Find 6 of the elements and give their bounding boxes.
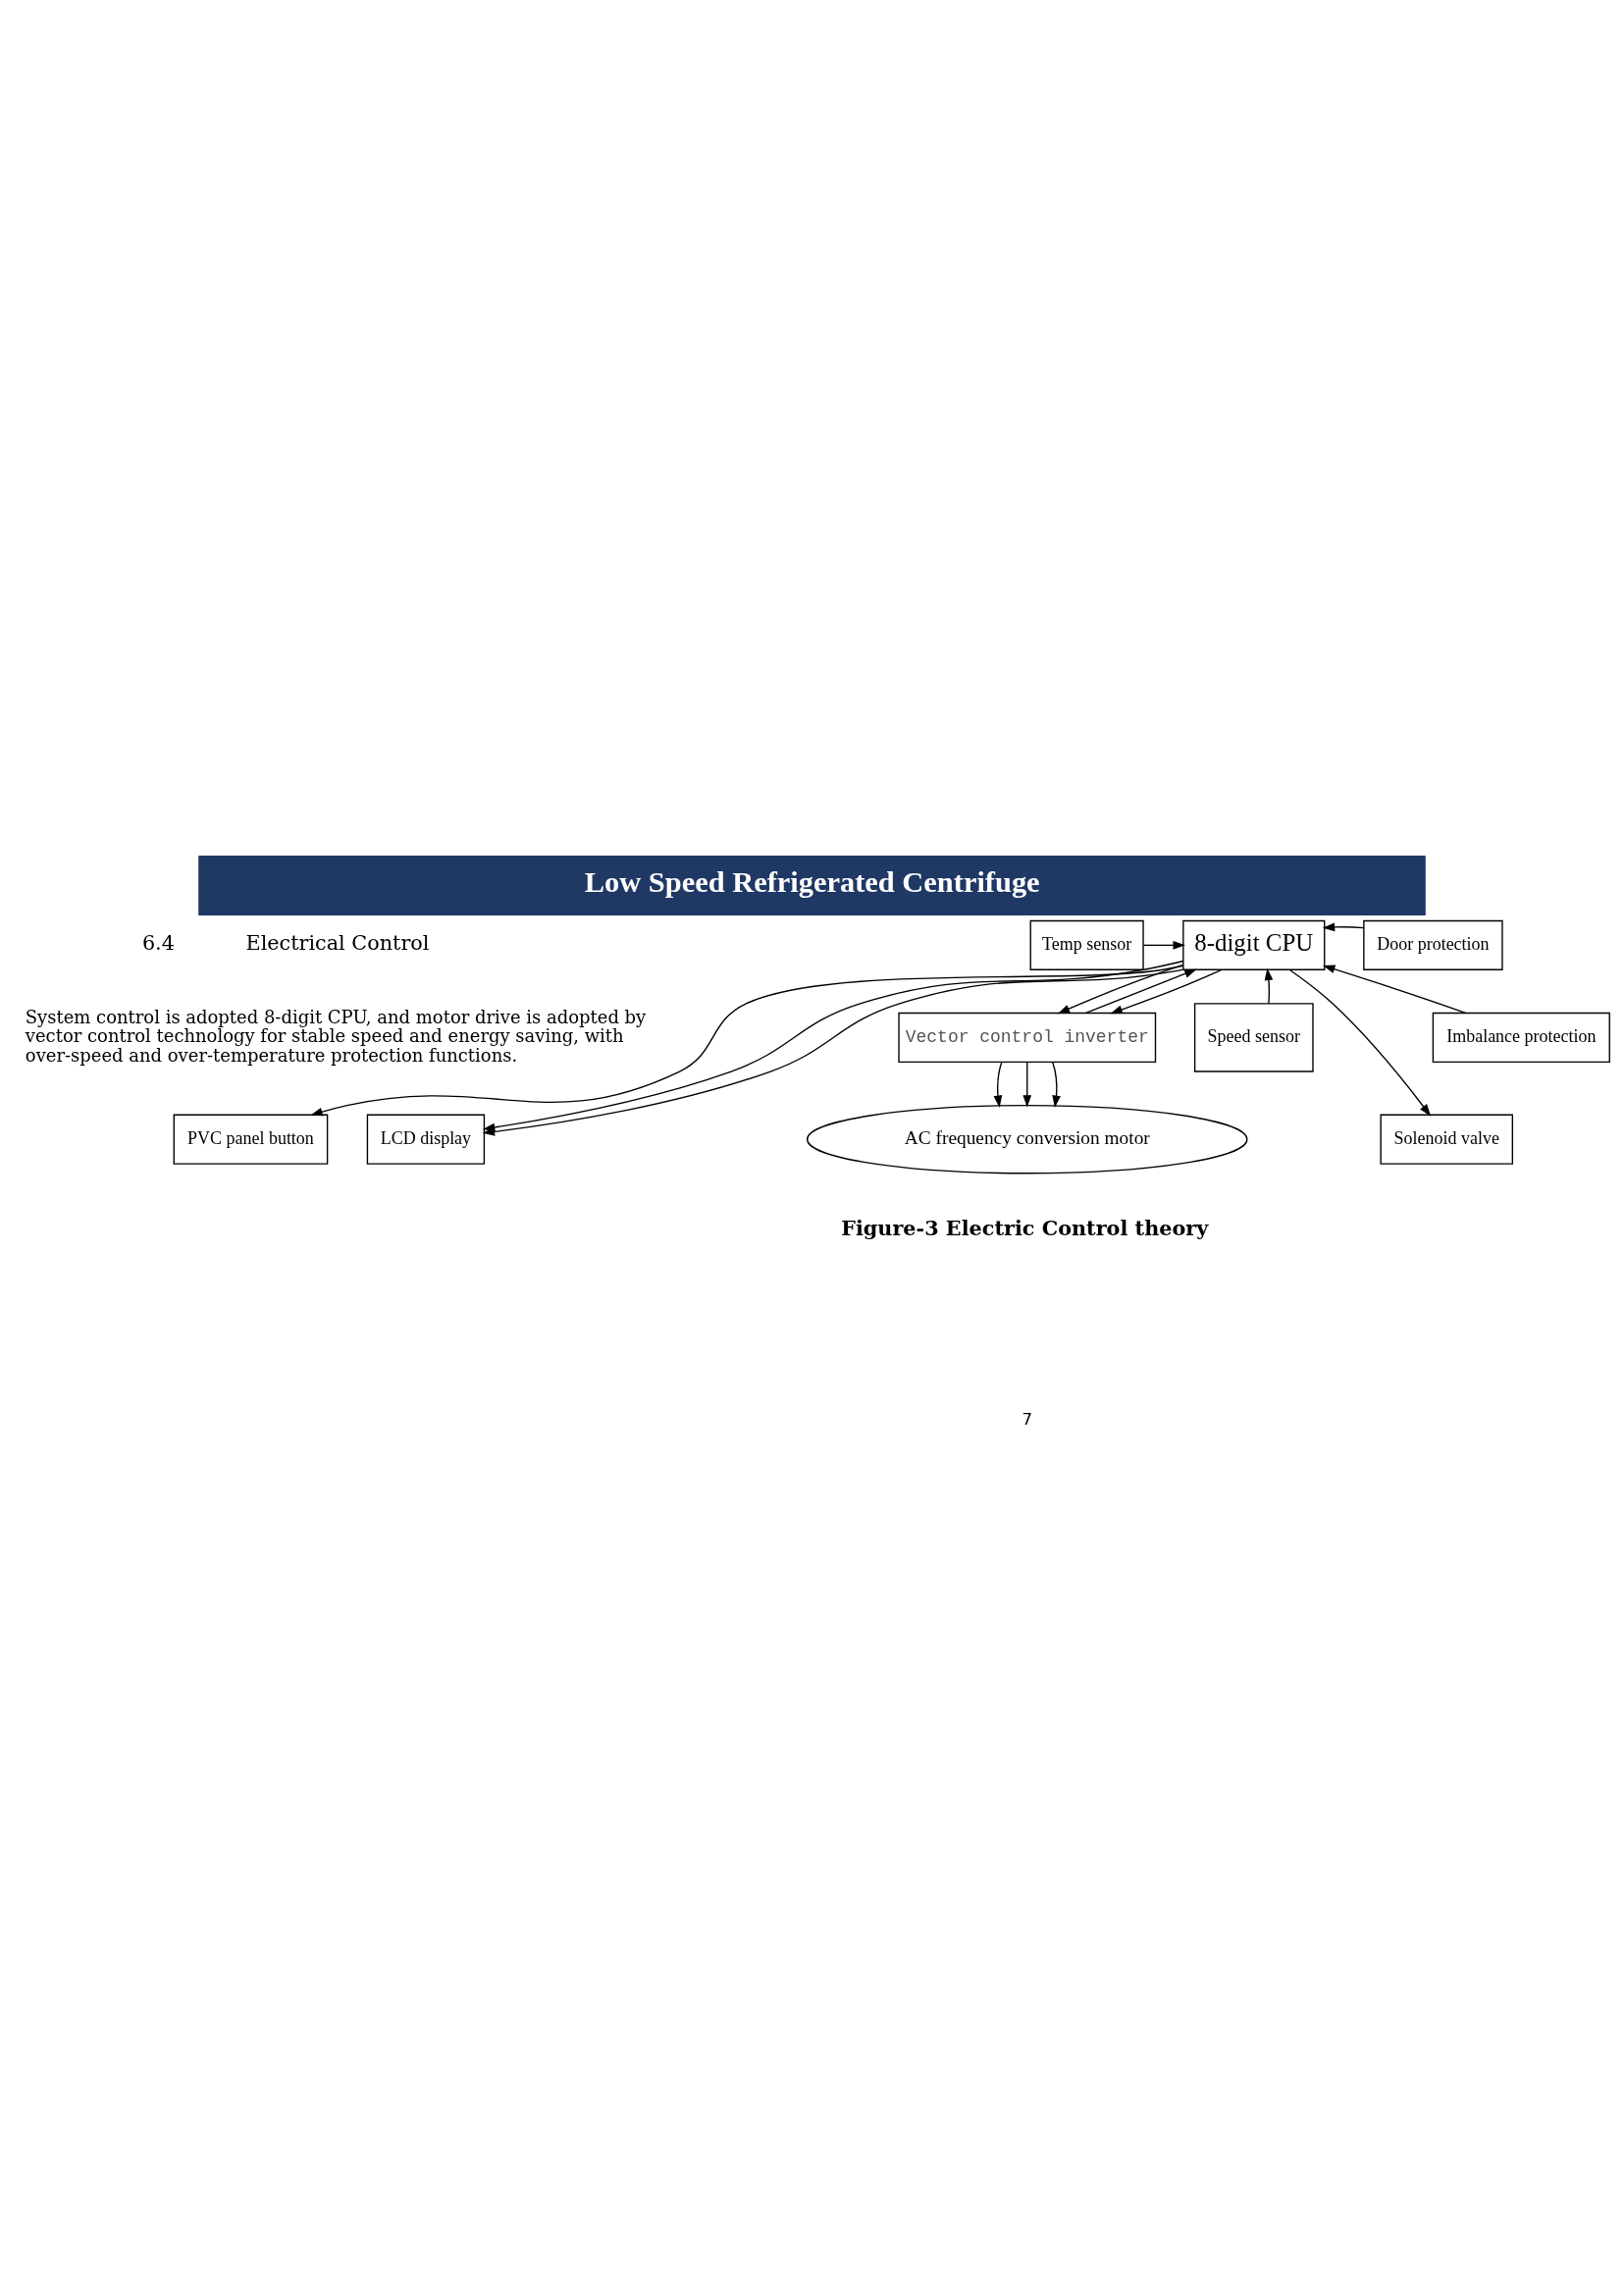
label: System control is adopted 8-digit CPU, and motor drive is adopted by vector control technology for stable speed and energy saving, with over-speed and over-temperature protection functions. bbox=[25, 1006, 647, 1066]
caption: Figure-3 Electric Control theory bbox=[841, 1216, 1209, 1240]
label: 7 bbox=[1022, 1409, 1033, 1429]
diagram-title: Low Speed Refrigerated Centrifuge bbox=[584, 864, 1040, 899]
label: 6.4 bbox=[141, 931, 175, 956]
label: Electrical Control bbox=[245, 931, 430, 956]
